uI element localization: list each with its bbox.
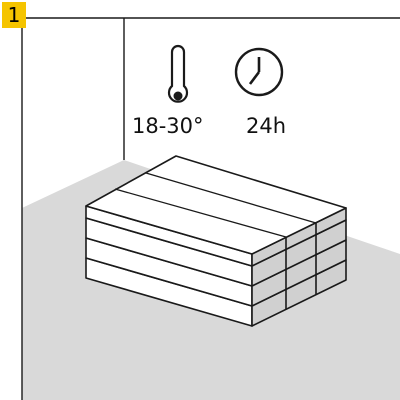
- panel-layer-4: [85, 257, 347, 327]
- panel-stack-top: [85, 155, 347, 255]
- thermometer-icon: [167, 44, 189, 103]
- temperature-label: 18-30°: [132, 114, 204, 138]
- step-number-badge: 1: [2, 2, 26, 28]
- time-label: 24h: [246, 114, 287, 138]
- panel-layer-1: [85, 155, 347, 267]
- panel-stack: [85, 155, 347, 327]
- clock-icon: [234, 47, 284, 97]
